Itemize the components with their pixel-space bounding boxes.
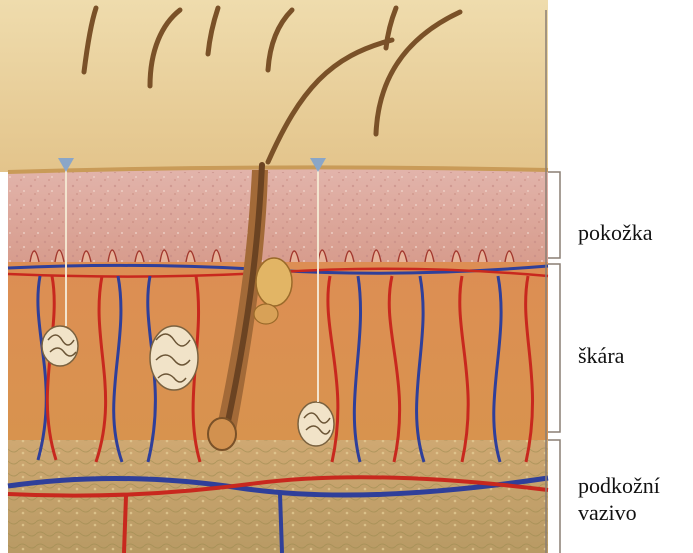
sebaceous-gland-icon	[254, 304, 278, 324]
label-epidermis: pokožka	[578, 219, 653, 246]
hair-bulb	[208, 418, 236, 450]
epidermis-texture	[8, 172, 548, 262]
sebaceous-gland-icon	[256, 258, 292, 306]
dermis-bracket	[548, 264, 560, 432]
sweat-gland-icon	[150, 326, 198, 390]
label-subcutis-line2: vazivo	[578, 499, 660, 526]
epidermis-bracket	[548, 172, 560, 258]
label-dermis: škára	[578, 342, 624, 369]
vessel-descending	[124, 496, 126, 553]
label-subcutis-line1: podkožní	[578, 472, 660, 499]
subcutis-bracket	[548, 440, 560, 553]
vessel-descending	[280, 494, 282, 553]
label-subcutis: podkožní vazivo	[578, 472, 660, 526]
